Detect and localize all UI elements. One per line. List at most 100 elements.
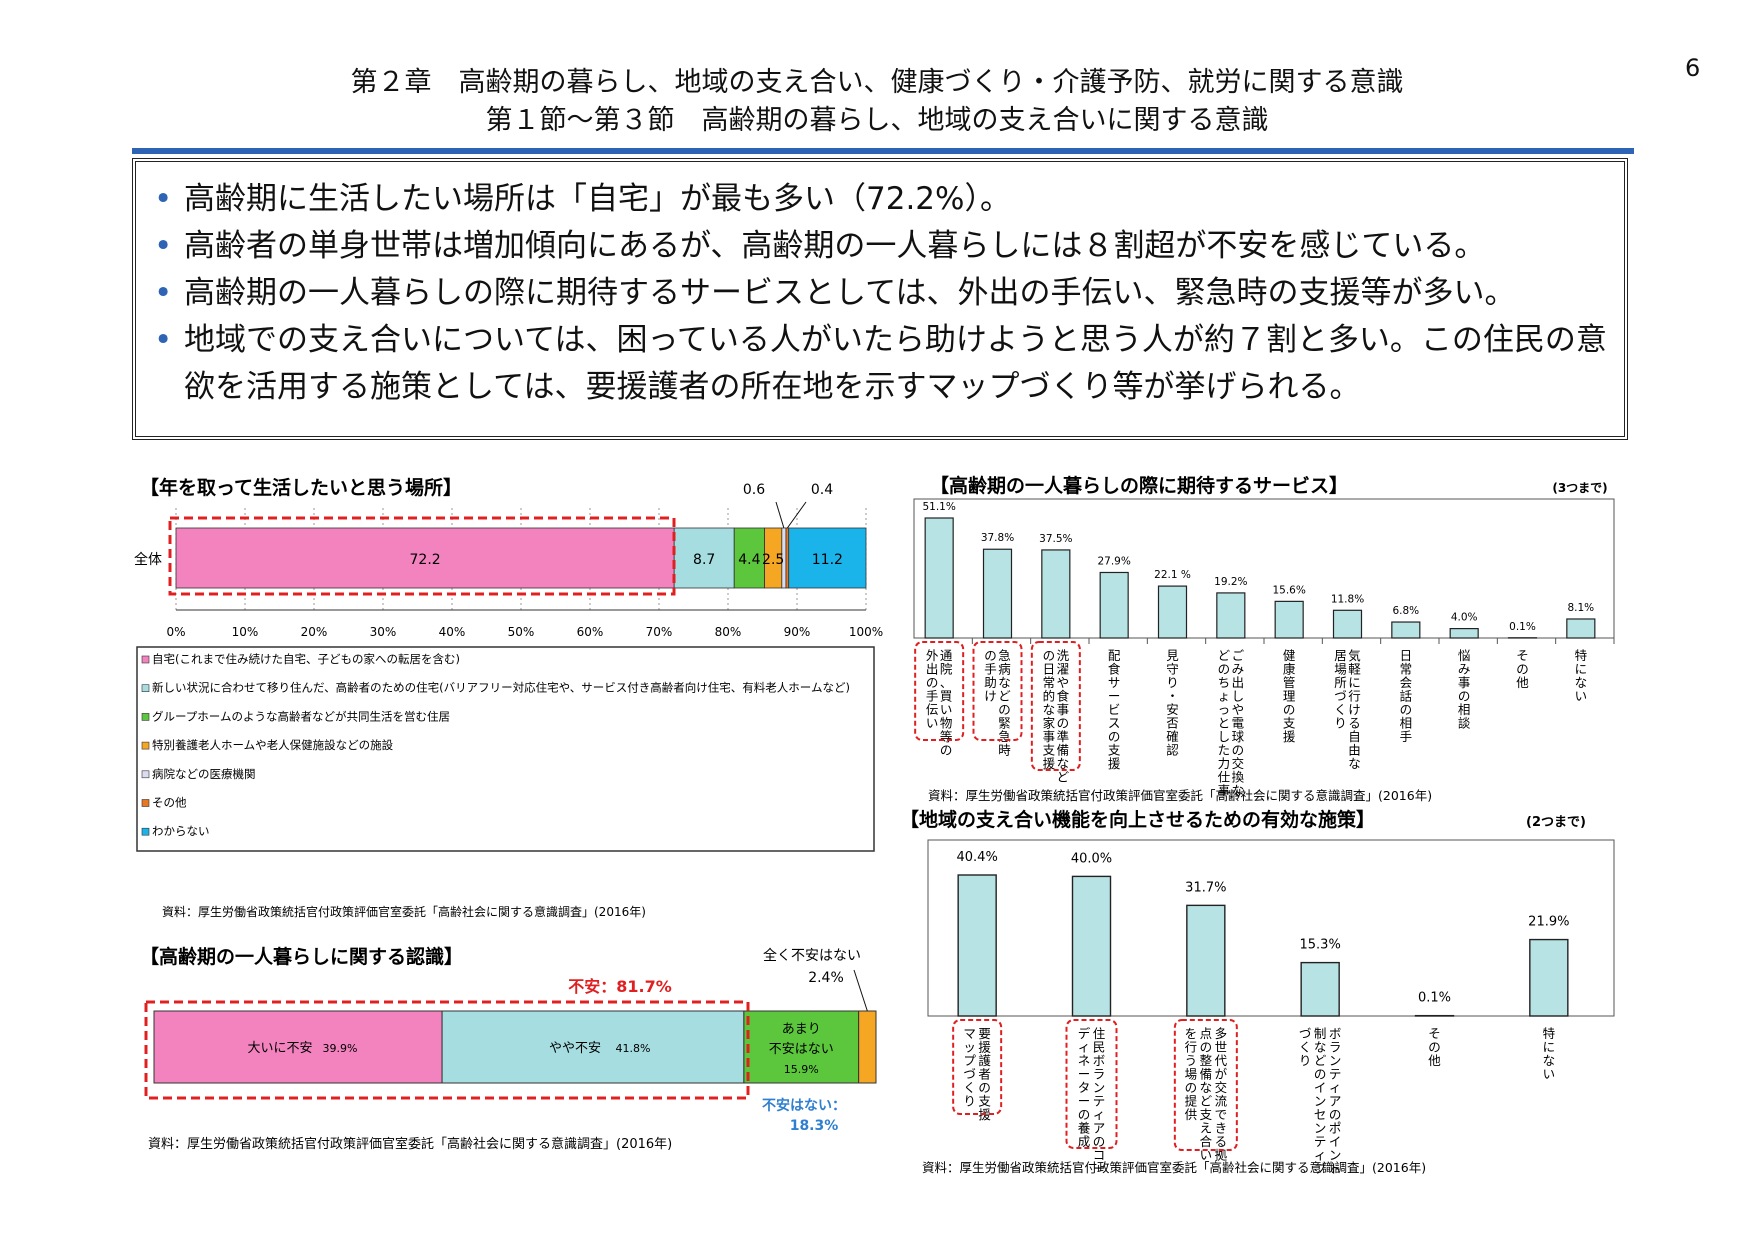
bar <box>1157 585 1188 639</box>
summary-text: 地域での支え合いについては、困っている人がいたら助けようと思う人が約７割と多い。… <box>184 322 1607 405</box>
bar-value-label: 11.8% <box>1331 593 1364 605</box>
bar-value-label: 15.6% <box>1272 584 1305 596</box>
segment-label: 全く不安はない <box>763 947 861 964</box>
legend-label: 特別養護老人ホームや老人保健施設などの施設 <box>152 738 394 752</box>
category-label: 要援護者の支援 <box>978 1026 991 1122</box>
legend-swatch <box>141 741 150 750</box>
category-label: を行う場の提供 <box>1185 1026 1198 1122</box>
category-label: の手助け <box>984 648 997 704</box>
bar-value-label: 0.1% <box>1509 621 1536 633</box>
segment-label: 大いに不安 <box>248 1041 313 1056</box>
chart-title: 【年を取って生活したいと思う場所】 <box>140 476 462 499</box>
stacked-segment <box>673 527 735 589</box>
segment-label: やや不安 <box>549 1041 601 1056</box>
legend-label: わからない <box>152 824 210 838</box>
x-tick-label: 60% <box>577 625 604 639</box>
category-label: 気軽に行ける自由な <box>1348 648 1361 771</box>
bar-value-label: 40.4% <box>957 850 998 865</box>
chart-title: 【高齢期の一人暮らしの際に期待するサービス】 <box>930 474 1348 497</box>
summary-box: •高齢期に生活したい場所は「自宅」が最も多い（72.2%）。 •高齢者の単身世帯… <box>132 158 1628 440</box>
summary-text: 高齢期に生活したい場所は「自宅」が最も多い（72.2%）。 <box>184 181 1011 217</box>
bar <box>1099 571 1129 639</box>
bar-value-label: 37.8% <box>981 532 1014 544</box>
stacked-segment <box>441 1010 745 1084</box>
x-tick-label: 20% <box>301 625 328 639</box>
chart-title: 【高齢期の一人暮らしに関する認識】 <box>140 945 463 968</box>
bar-value-label: 51.1% <box>922 501 955 513</box>
x-tick-label: 10% <box>232 625 259 639</box>
bullet-icon: • <box>154 181 173 217</box>
bar <box>1071 875 1112 1017</box>
category-label: マップづくり <box>963 1026 976 1109</box>
bar-value-label: 15.3% <box>1300 938 1341 953</box>
category-label: ごみ出しや電球の交換な <box>1232 648 1245 798</box>
stacked-segment <box>788 527 867 589</box>
bar <box>1391 621 1421 639</box>
legend-swatch <box>141 799 150 807</box>
bar-value-label: 4.0% <box>1451 612 1478 624</box>
source-note: 資料：厚生労働省政策統括官付政策評価官室委託「高齢社会に関する意識調査」(201… <box>162 904 646 919</box>
x-tick-label: 80% <box>715 625 742 639</box>
category-label: 悩み事の相談 <box>1458 648 1471 731</box>
highlight-box <box>972 641 1023 741</box>
category-label: 見守り・安否確認 <box>1166 648 1179 758</box>
x-tick-label: 50% <box>508 625 535 639</box>
highlight-box <box>168 516 676 596</box>
segment-value-label: 11.2 <box>812 552 843 568</box>
segment-value-label: 72.2 <box>410 552 441 568</box>
callout-line <box>786 501 807 529</box>
category-label: ボランティアのポイント <box>1329 1026 1342 1176</box>
x-tick-label: 90% <box>784 625 811 639</box>
bar <box>1529 938 1569 1017</box>
category-label: 急病などの緊急時 <box>998 648 1011 758</box>
summary-text: 高齢者の単身世帯は増加傾向にあるが、高齢期の一人暮らしには８割超が不安を感じてい… <box>184 228 1486 264</box>
bar <box>1566 618 1596 639</box>
stacked-segment <box>785 527 790 589</box>
segment-value-label: 2.5 <box>762 552 784 568</box>
x-tick-label: 70% <box>646 625 673 639</box>
source-note: 資料：厚生労働省政策統括官付政策評価官室委託「高齢社会に関する意識調査」(201… <box>928 788 1432 803</box>
highlight-box <box>952 1019 1003 1115</box>
category-label: 通院、買い物等の <box>940 648 953 758</box>
category-label: 点の整備など支え合い <box>1200 1026 1213 1163</box>
category-label: ディネーターの養成 <box>1078 1026 1091 1149</box>
bar <box>1332 609 1363 639</box>
category-label: 日常会話の相手 <box>1400 648 1413 744</box>
category-label: 洗濯や食事の準備など <box>1057 648 1070 785</box>
highlight-box <box>1030 641 1081 771</box>
segment-value-label: 4.4 <box>738 552 760 568</box>
legend-swatch <box>141 827 150 836</box>
segment-value-label: 15.9% <box>784 1063 819 1076</box>
page-number: 6 <box>1685 54 1701 82</box>
highlight-box <box>914 641 965 741</box>
stacked-segment <box>153 1010 443 1084</box>
bar <box>924 517 954 639</box>
category-label: どのちょっとした力仕事 <box>1218 648 1231 798</box>
plot-frame <box>927 839 1615 1017</box>
category-label: 外出の手伝い <box>926 648 939 731</box>
segment-value-label: 41.8% <box>615 1042 650 1055</box>
category-label: その他 <box>1428 1026 1441 1068</box>
stacked-segment <box>858 1010 877 1084</box>
summary-item: •高齢者の単身世帯は増加傾向にあるが、高齢期の一人暮らしには８割超が不安を感じて… <box>154 223 1624 270</box>
legend-swatch <box>141 684 150 693</box>
callout-line <box>775 501 785 529</box>
row-label: 全体 <box>134 551 162 568</box>
bar-value-label: 22.1 % <box>1154 569 1191 581</box>
bar <box>1041 549 1071 639</box>
bar <box>1216 592 1246 639</box>
bar <box>1186 904 1226 1017</box>
highlight-box <box>1173 1019 1238 1151</box>
x-tick-label: 0% <box>166 625 185 639</box>
bar-value-label: 8.1% <box>1567 602 1594 614</box>
bar <box>1274 600 1304 639</box>
segment-label: あまり <box>782 1022 821 1037</box>
bar <box>957 874 997 1017</box>
callout-line <box>853 969 868 1012</box>
segment-value-label: 39.9% <box>323 1042 358 1055</box>
source-note: 資料：厚生労働省政策統括官付政策評価官室委託「高齢社会に関する意識調査」(201… <box>922 1160 1426 1175</box>
page-title-line2: 第１節～第３節 高齢期の暮らし、地域の支え合いに関する意識 <box>485 105 1269 136</box>
legend-label: 自宅(これまで住み続けた自宅、子どもの家への転居を含む) <box>152 652 460 666</box>
bullet-icon: • <box>154 322 173 358</box>
annotation-anxious: 不安：81.7% <box>568 977 672 996</box>
